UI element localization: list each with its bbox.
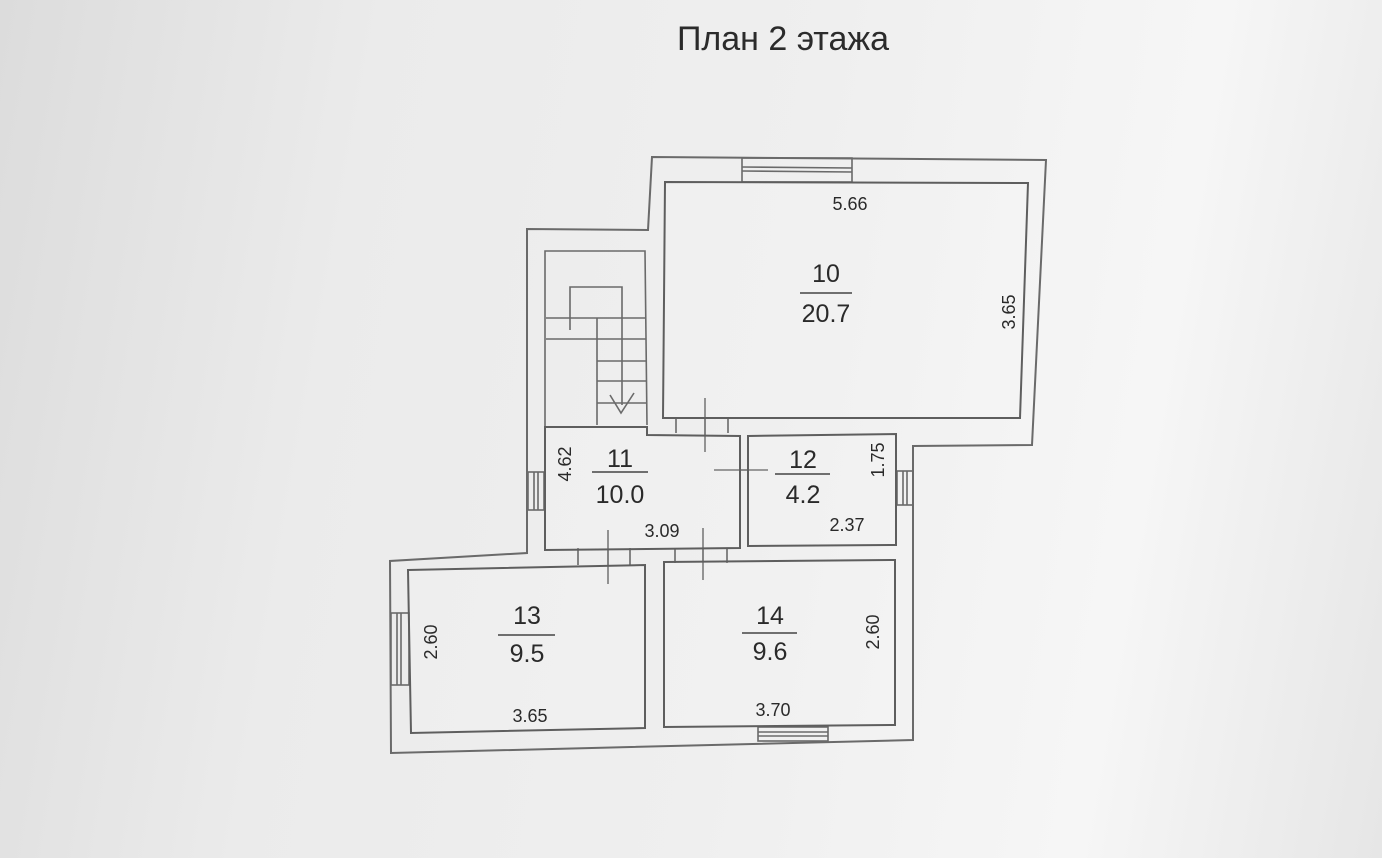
room-14: 14 9.6 3.70 2.60 bbox=[663, 558, 896, 729]
room-number: 10 bbox=[812, 260, 840, 288]
room-length: 4.62 bbox=[555, 446, 575, 481]
room-width: 3.09 bbox=[644, 521, 679, 541]
room-number: 12 bbox=[789, 446, 817, 474]
room-number: 13 bbox=[513, 602, 541, 630]
window-room-13 bbox=[390, 612, 410, 686]
room-11: 11 10.0 3.09 4.62 bbox=[544, 426, 741, 552]
window-room-11 bbox=[527, 471, 545, 511]
room-width: 2.37 bbox=[829, 515, 864, 535]
outer-wall bbox=[388, 155, 1048, 755]
room-length: 3.65 bbox=[999, 294, 1019, 329]
room-10: 10 20.7 5.66 3.65 bbox=[661, 180, 1030, 419]
room-width: 5.66 bbox=[832, 194, 867, 214]
room-length: 1.75 bbox=[868, 442, 888, 477]
room-length: 2.60 bbox=[863, 614, 883, 649]
staircase bbox=[544, 250, 648, 427]
room-area: 9.5 bbox=[510, 640, 545, 668]
window-room-10 bbox=[741, 157, 853, 183]
room-length: 2.60 bbox=[421, 624, 441, 659]
room-number: 14 bbox=[756, 602, 784, 630]
room-width: 3.70 bbox=[755, 700, 790, 720]
room-width: 3.65 bbox=[512, 706, 547, 726]
room-area: 9.6 bbox=[753, 638, 788, 666]
plan-title: План 2 этажа bbox=[677, 20, 889, 58]
door-marks bbox=[577, 398, 768, 584]
room-area: 10.0 bbox=[596, 481, 645, 509]
room-area: 4.2 bbox=[786, 481, 821, 509]
window-room-14 bbox=[757, 726, 829, 742]
window-room-12 bbox=[896, 470, 914, 506]
room-12: 12 4.2 2.37 1.75 bbox=[747, 432, 897, 548]
room-number: 11 bbox=[607, 445, 633, 473]
room-area: 20.7 bbox=[802, 300, 851, 328]
room-13: 13 9.5 3.65 2.60 bbox=[406, 563, 646, 735]
